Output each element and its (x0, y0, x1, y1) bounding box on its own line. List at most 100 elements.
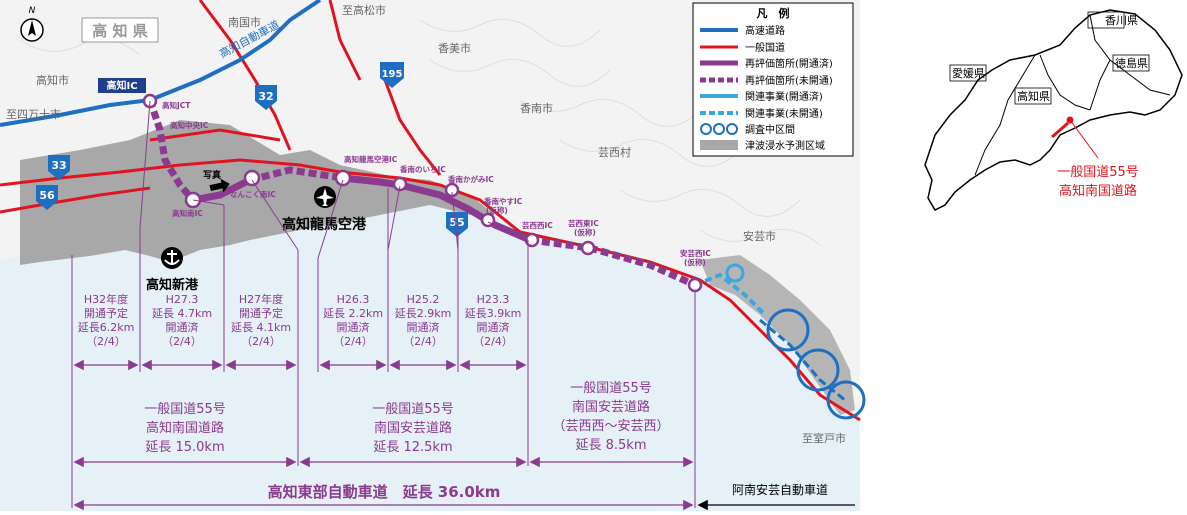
svg-text:一般国道55号: 一般国道55号 (570, 380, 652, 396)
ic-geisei-higashi-note: (仮称) (574, 227, 596, 237)
interchange-markers (142, 93, 703, 293)
photo-label: 写真 (203, 169, 221, 181)
legend-item-tsunami: 津波浸水予測区域 (700, 139, 825, 152)
svg-text:延長 15.0km: 延長 15.0km (145, 440, 224, 455)
legend: 凡 例 高速道路 一般国道 再評価箇所(開通済) 再評価箇所(未開通) 関連事業… (692, 2, 854, 157)
ic-geisei-higashi: 芸西東IC (568, 218, 599, 228)
kochi-ic-badge (98, 78, 146, 93)
svg-text:南国安芸道路: 南国安芸道路 (374, 420, 452, 436)
ic-kagami: 香南かがみIC (447, 174, 494, 184)
route-195-label: 195 (382, 69, 403, 80)
svg-text:延長2.9km: 延長2.9km (395, 307, 452, 320)
ic-aki-nishi: 安芸西IC (680, 248, 711, 258)
legend-item-expressway: 高速道路 (700, 24, 785, 37)
place-to-muroto: 至室戸市 (802, 431, 846, 445)
terrain-texture (19, 18, 821, 246)
legend-item-reeval-unopen: 再評価箇所(未開通) (700, 74, 833, 87)
total-length-label: 高知東部自動車道 延長 36.0km (268, 483, 501, 501)
ic-aki-nishi-note: (仮称) (684, 257, 706, 267)
ic-yasu-note: (仮称) (486, 205, 508, 215)
north-compass: N (20, 6, 44, 42)
place-nankoku-n: 南国市 (228, 15, 261, 29)
svg-text:関連事業(開通済): 関連事業(開通済) (745, 90, 823, 103)
national-road-lines (0, 0, 861, 422)
svg-text:開通済: 開通済 (337, 320, 370, 334)
compass-n-label: N (29, 6, 36, 16)
ic-geisei-nishi: 芸西西IC (522, 220, 553, 230)
tsunami-zone (20, 120, 495, 265)
ic-ryoma-airport: 高知龍馬空港IC (344, 154, 398, 164)
port-label: 高知新港 (146, 277, 199, 293)
route-shield-55: 55 (446, 212, 468, 237)
svg-text:延長6.2km: 延長6.2km (78, 321, 135, 334)
svg-text:開通予定: 開通予定 (239, 306, 283, 320)
svg-text:調査中区間: 調査中区間 (745, 123, 795, 136)
svg-text:高速道路: 高速道路 (745, 24, 785, 37)
svg-text:開通済: 開通済 (407, 320, 440, 334)
survey-section-circles (766, 308, 866, 420)
svg-text:南国安芸道路: 南国安芸道路 (572, 399, 650, 415)
inset-shikoku-outline (924, 9, 1183, 211)
place-labels: 南国市 至高松市 香美市 高知市 至四万十市 香南市 芸西村 安芸市 至室戸市 (6, 3, 846, 445)
route-shield-32: 32 (255, 85, 277, 110)
photo-marker: 写真 (203, 169, 230, 193)
related-project-circle (725, 263, 745, 283)
svg-text:延長 8.5km: 延長 8.5km (576, 438, 647, 453)
place-aki: 安芸市 (743, 229, 776, 243)
place-kami: 香美市 (438, 41, 471, 55)
svg-text:延長 12.5km: 延長 12.5km (373, 440, 452, 455)
svg-text:延長3.9km: 延長3.9km (465, 307, 522, 320)
svg-text:H23.3: H23.3 (477, 293, 510, 306)
svg-text:一般国道55号: 一般国道55号 (144, 401, 226, 417)
svg-text:（2/4）: （2/4） (162, 335, 202, 348)
place-kochi: 高知市 (36, 73, 69, 87)
svg-text:（2/4）: （2/4） (86, 335, 126, 348)
legend-item-national-road: 一般国道 (700, 41, 785, 54)
svg-text:（2/4）: （2/4） (473, 335, 513, 348)
route-shield-33: 33 (48, 155, 70, 180)
svg-text:延長 2.2km: 延長 2.2km (323, 307, 383, 320)
svg-text:再評価箇所(開通済): 再評価箇所(開通済) (745, 57, 833, 70)
route-56-label: 56 (39, 189, 55, 202)
svg-text:延長 4.1km: 延長 4.1km (231, 321, 291, 334)
inset-kagawa: 香川県 (1105, 14, 1138, 27)
svg-text:（2/4）: （2/4） (241, 335, 281, 348)
svg-text:開通予定: 開通予定 (84, 306, 128, 320)
svg-text:一般国道55号: 一般国道55号 (372, 401, 454, 417)
inset-caption-1: 一般国道55号 (1057, 164, 1139, 180)
place-to-shimanto: 至四万十市 (6, 107, 61, 121)
svg-text:開通済: 開通済 (477, 320, 510, 334)
ic-kochi-chuo: 高知中央IC (170, 120, 209, 130)
ic-yasu: 香南やすIC (483, 196, 523, 206)
prefecture-badge (81, 17, 159, 43)
prefecture-badge-text: 高 知 県 (92, 22, 147, 40)
svg-text:（2/4）: （2/4） (333, 335, 373, 348)
svg-text:H27.3: H27.3 (166, 293, 199, 306)
airport-label: 高知龍馬空港 (282, 216, 367, 233)
route-shield-195: 195 (380, 62, 404, 88)
svg-text:H26.3: H26.3 (337, 293, 370, 306)
place-konan: 香南市 (520, 101, 553, 115)
route-55-label: 55 (449, 216, 464, 229)
legend-item-reeval-open: 再評価箇所(開通済) (700, 57, 833, 70)
inset-route-mark (1051, 121, 1069, 139)
ic-nankoku-minami: なんこく南IC (230, 189, 276, 199)
inset-ehime: 愛媛県 (952, 66, 985, 80)
inset-tokushima: 徳島県 (1115, 56, 1148, 70)
legend-item-survey: 調査中区間 (700, 123, 795, 136)
route-shield-56: 56 (36, 185, 58, 210)
related-project-line (694, 272, 767, 317)
legend-title: 凡 例 (757, 6, 790, 20)
svg-text:関連事業(未開通): 関連事業(未開通) (745, 107, 823, 120)
kochi-ic-label: 高知IC (106, 79, 137, 92)
svg-text:高知南国道路: 高知南国道路 (146, 420, 224, 436)
route-shields: 195 32 33 56 55 (36, 62, 468, 237)
